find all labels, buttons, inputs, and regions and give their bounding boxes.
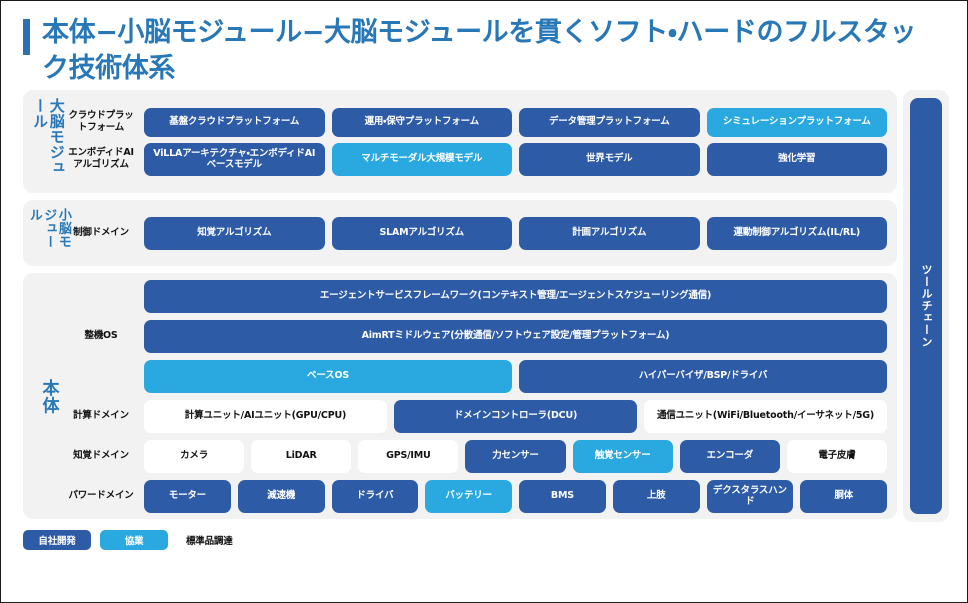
chip-bms[interactable]: BMS: [519, 479, 606, 513]
section-body-rows: エージェントサービスフレームワーク(コンテキスト管理/エージェントスケジューリン…: [65, 279, 887, 513]
row-compute-domain: 計算ドメイン 計算ユニット/AIユニット(GPU/CPU) ドメインコントローラ…: [65, 399, 887, 433]
row-label-embodied-ai: エンボディドAIアルゴリズム: [68, 147, 134, 171]
chip-motor[interactable]: モーター: [144, 479, 231, 513]
cells-cloud-platform: 基盤クラウドプラットフォーム 運用・保守プラットフォーム データ管理プラットフォ…: [144, 107, 887, 137]
chip-battery[interactable]: バッテリー: [425, 479, 512, 513]
chip-hypervisor-bsp-driver[interactable]: ハイパーバイザ/BSP/ドライバ: [519, 359, 887, 393]
row-label-power-domain: パワードメイン: [68, 490, 134, 502]
cells-embodied-ai: ViLLAアーキテクチャ・エンボディドAIベースモデル マルチモーダル大規模モデ…: [144, 142, 887, 176]
chip-torso[interactable]: 胴体: [800, 479, 887, 513]
chip-motion-control-algorithm[interactable]: 運動制御アルゴリズム(IL/RL): [706, 216, 887, 250]
page-title: 本体−小脳モジュール−大脳モジュールを貫くソフト・ハードのフルスタック技術体系: [1, 1, 967, 90]
section-cerebellum: 小脳モジュール 制御ドメイン 知覚アルゴリズム SLAMアルゴリズム 計画アルゴ…: [23, 200, 897, 267]
row-power-domain: パワードメイン モーター 減速機 ドライバ バッテリー BMS 上肢 デクスタラ…: [65, 479, 887, 513]
chip-gps-imu[interactable]: GPS/IMU: [358, 439, 459, 473]
chip-multimodal-large-model[interactable]: マルチモーダル大規模モデル: [331, 142, 512, 176]
legend-item-in-house: 自社開発: [23, 530, 91, 551]
chip-dexterous-hand[interactable]: デクスタラスハンド: [706, 479, 794, 513]
chip-reducer[interactable]: 減速機: [237, 479, 325, 513]
row-label-control-domain: 制御ドメイン: [73, 227, 129, 239]
chip-encoder[interactable]: エンコーダ: [679, 439, 780, 473]
chip-tactile-sensor[interactable]: 触覚センサー: [572, 439, 673, 473]
chip-agent-service-framework[interactable]: エージェントサービスフレームワーク(コンテキスト管理/エージェントスケジューリン…: [144, 279, 887, 313]
cells-compute-domain: 計算ユニット/AIユニット(GPU/CPU) ドメインコントローラ(DCU) 通…: [144, 399, 887, 433]
row-control-domain: 制御ドメイン 知覚アルゴリズム SLAMアルゴリズム 計画アルゴリズム 運動制御…: [65, 216, 887, 250]
chip-compute-ai-unit[interactable]: 計算ユニット/AIユニット(GPU/CPU): [144, 399, 387, 433]
row-base-os: ベースOS ハイパーバイザ/BSP/ドライバ: [65, 359, 887, 393]
chip-camera[interactable]: カメラ: [144, 439, 245, 473]
cells-power-domain: モーター 減速機 ドライバ バッテリー BMS 上肢 デクスタラスハンド 胴体: [144, 479, 887, 513]
chip-force-sensor[interactable]: 力センサー: [465, 439, 566, 473]
chip-simulation-platform[interactable]: シミュレーションプラットフォーム: [706, 107, 887, 137]
chip-communication-unit[interactable]: 通信ユニット(WiFi/Bluetooth/イーサネット/5G): [644, 399, 887, 433]
row-label-compute-domain: 計算ドメイン: [73, 410, 129, 422]
section-body-label: 本体: [38, 378, 59, 414]
row-perception-domain: 知覚ドメイン カメラ LiDAR GPS/IMU 力センサー 触覚センサー エン…: [65, 439, 887, 473]
architecture-stack: 大脳モジュール クラウドプラットフォーム 基盤クラウドプラットフォーム 運用・保…: [23, 90, 897, 522]
section-cerebrum: 大脳モジュール クラウドプラットフォーム 基盤クラウドプラットフォーム 運用・保…: [23, 90, 897, 194]
section-body: 本体 エージェントサービスフレームワーク(コンテキスト管理/エージェントスケジュ…: [23, 273, 897, 520]
row-label-perception-domain: 知覚ドメイン: [73, 450, 129, 462]
legend-item-standard-procurement: 標準品調達: [186, 536, 233, 548]
page-title-text: 本体−小脳モジュール−大脳モジュールを貫くソフト・ハードのフルスタック技術体系: [42, 17, 917, 84]
chip-ops-maintenance-platform[interactable]: 運用・保守プラットフォーム: [331, 107, 512, 137]
section-cerebellum-rows: 制御ドメイン 知覚アルゴリズム SLAMアルゴリズム 計画アルゴリズム 運動制御…: [65, 208, 887, 258]
cells-agent-service-framework: エージェントサービスフレームワーク(コンテキスト管理/エージェントスケジューリン…: [144, 279, 887, 313]
chip-reinforcement-learning[interactable]: 強化学習: [706, 142, 887, 176]
title-accent-bar: [23, 19, 30, 55]
chip-upper-limb[interactable]: 上肢: [612, 479, 700, 513]
chip-villa-architecture[interactable]: ViLLAアーキテクチャ・エンボディドAIベースモデル: [144, 142, 325, 176]
row-agent-service-framework: エージェントサービスフレームワーク(コンテキスト管理/エージェントスケジューリン…: [65, 279, 887, 313]
chip-slam-algorithm[interactable]: SLAMアルゴリズム: [331, 216, 512, 250]
legend-item-collaboration: 協業: [100, 530, 168, 551]
chip-electronic-skin[interactable]: 電子皮膚: [786, 439, 887, 473]
chip-base-cloud-platform[interactable]: 基盤クラウドプラットフォーム: [144, 107, 325, 137]
toolchain-bar[interactable]: ツールチェーン: [910, 98, 942, 515]
section-toolchain: ツールチェーン: [903, 90, 949, 523]
section-cerebellum-label: 小脳モジュール: [26, 208, 71, 249]
row-embodied-ai: エンボディドAIアルゴリズム ViLLAアーキテクチャ・エンボディドAIベースモ…: [65, 142, 887, 176]
chip-aimrt-middleware[interactable]: AimRTミドルウェア(分散通信/ソフトウェア設定/管理プラットフォーム): [144, 319, 887, 353]
cells-base-os: ベースOS ハイパーバイザ/BSP/ドライバ: [144, 359, 887, 393]
row-cloud-platform: クラウドプラットフォーム 基盤クラウドプラットフォーム 運用・保守プラットフォー…: [65, 107, 887, 137]
row-whole-machine-os: 整機OS AimRTミドルウェア(分散通信/ソフトウェア設定/管理プラットフォー…: [65, 319, 887, 353]
cells-control-domain: 知覚アルゴリズム SLAMアルゴリズム 計画アルゴリズム 運動制御アルゴリズム(…: [144, 216, 887, 250]
cells-perception-domain: カメラ LiDAR GPS/IMU 力センサー 触覚センサー エンコーダ 電子皮…: [144, 439, 887, 473]
chip-world-model[interactable]: 世界モデル: [519, 142, 700, 176]
chip-planning-algorithm[interactable]: 計画アルゴリズム: [519, 216, 700, 250]
row-label-whole-machine-os: 整機OS: [84, 330, 118, 342]
row-label-cloud-platform: クラウドプラットフォーム: [68, 110, 134, 134]
cells-aimrt-middleware: AimRTミドルウェア(分散通信/ソフトウェア設定/管理プラットフォーム): [144, 319, 887, 353]
chip-lidar[interactable]: LiDAR: [251, 439, 352, 473]
section-cerebrum-rows: クラウドプラットフォーム 基盤クラウドプラットフォーム 運用・保守プラットフォー…: [65, 98, 887, 185]
chip-domain-controller-dcu[interactable]: ドメインコントローラ(DCU): [394, 399, 637, 433]
chip-perception-algorithm[interactable]: 知覚アルゴリズム: [144, 216, 325, 250]
architecture-board: 大脳モジュール クラウドプラットフォーム 基盤クラウドプラットフォーム 運用・保…: [1, 90, 967, 523]
chip-driver[interactable]: ドライバ: [331, 479, 419, 513]
chip-data-management-platform[interactable]: データ管理プラットフォーム: [519, 107, 700, 137]
legend: 自社開発 協業 標準品調達: [1, 522, 967, 551]
chip-base-os[interactable]: ベースOS: [144, 359, 512, 393]
section-cerebrum-label: 大脳モジュール: [31, 98, 66, 176]
